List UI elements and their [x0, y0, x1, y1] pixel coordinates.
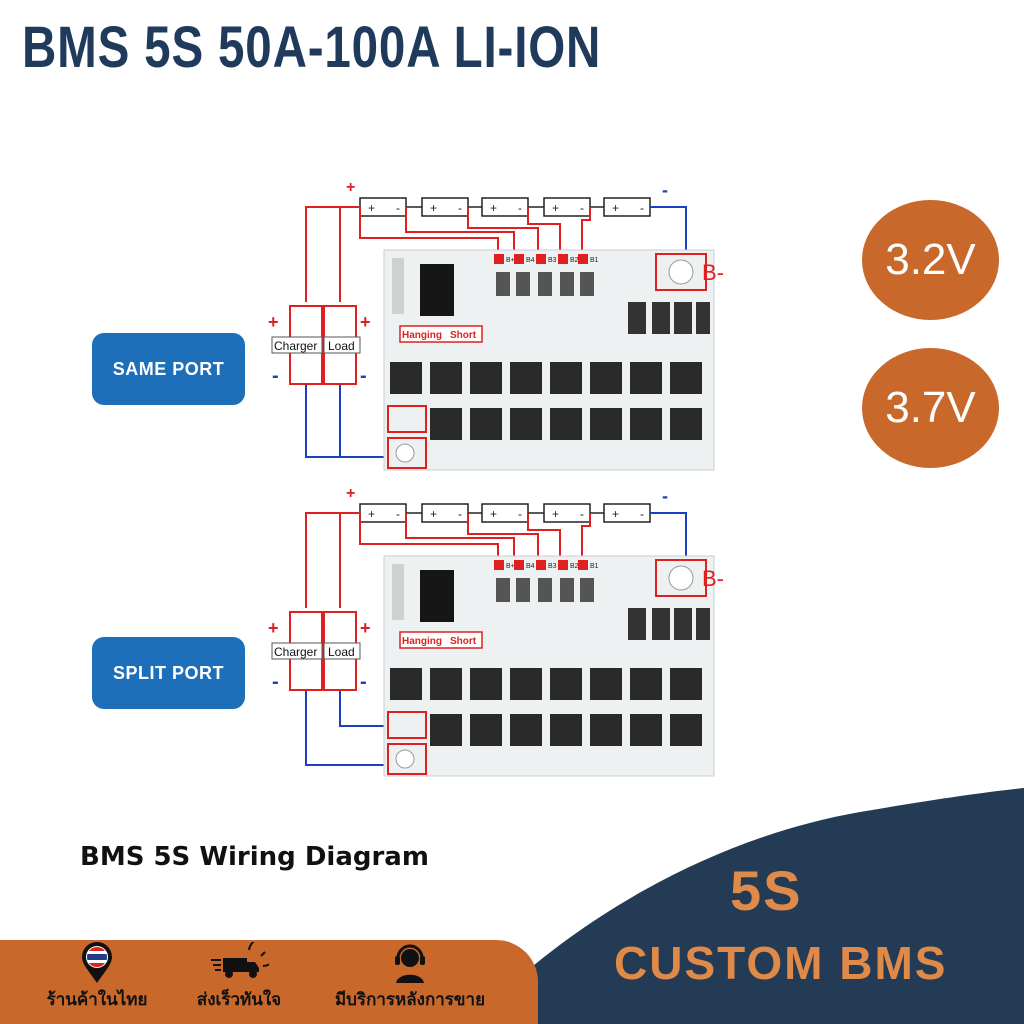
- svg-text:-: -: [640, 201, 644, 215]
- svg-text:-: -: [640, 507, 644, 521]
- svg-text:-: -: [518, 201, 522, 215]
- svg-text:-: -: [360, 365, 367, 387]
- svg-text:Charger: Charger: [274, 339, 317, 353]
- pack-plus-label: +: [346, 485, 355, 502]
- svg-text:B+: B+: [506, 257, 515, 264]
- svg-text:+: +: [612, 201, 619, 215]
- svg-text:+: +: [268, 312, 279, 332]
- svg-text:+: +: [360, 312, 371, 332]
- battery-cell: +-: [359, 503, 407, 523]
- pack-minus-label: -: [662, 486, 668, 506]
- charger-terminal: Charger + -: [268, 305, 323, 387]
- hanging-label: Hanging: [402, 330, 442, 341]
- svg-text:+: +: [490, 507, 497, 521]
- feature-fast-delivery: ส่งเร็วทันใจ: [174, 942, 304, 1013]
- svg-text:B3: B3: [548, 257, 557, 264]
- svg-text:Load: Load: [328, 339, 355, 353]
- mosfet-row-top: [390, 668, 702, 700]
- positive-wires: [305, 512, 591, 608]
- voltage-badge-3v2[interactable]: 3.2V: [862, 200, 999, 320]
- battery-cells: + - + - + - + - + -: [359, 197, 651, 217]
- hanging-label: Hanging: [402, 636, 442, 647]
- svg-text:-: -: [396, 201, 400, 215]
- svg-text:B4: B4: [526, 257, 535, 264]
- svg-text:B3: B3: [548, 563, 557, 570]
- mosfet-row-bottom: [430, 408, 702, 440]
- svg-text:Charger: Charger: [274, 645, 317, 659]
- fast-delivery-truck-icon: [211, 942, 269, 978]
- feature-after-sales-service: มีบริการหลังการขาย: [312, 942, 508, 1013]
- brand-custom-bms: CUSTOM BMS: [614, 937, 948, 989]
- negative-wires: [305, 512, 687, 766]
- svg-text:B2: B2: [570, 563, 579, 570]
- svg-text:-: -: [360, 671, 367, 693]
- svg-text:+: +: [612, 507, 619, 521]
- mosfet-row-bottom: [430, 714, 702, 746]
- feature-label: ร้านค้าในไทย: [46, 990, 148, 1010]
- svg-text:-: -: [458, 201, 462, 215]
- bms-pcb: B+ B4 B3 B2 B1 Hanging Short: [383, 249, 715, 471]
- svg-text:Load: Load: [328, 645, 355, 659]
- pack-minus-label: -: [662, 180, 668, 200]
- svg-text:B1: B1: [590, 257, 599, 264]
- svg-text:-: -: [580, 201, 584, 215]
- svg-text:+: +: [368, 507, 375, 521]
- bms-pcb: B+ B4 B3 B2 B1 Hanging Short: [383, 555, 715, 777]
- same-port-button[interactable]: SAME PORT: [92, 333, 245, 405]
- svg-text:B4: B4: [526, 563, 535, 570]
- svg-text:+: +: [430, 201, 437, 215]
- brand-5s: 5S: [730, 859, 803, 922]
- negative-wires: [305, 206, 687, 458]
- positive-wires: [305, 206, 591, 302]
- svg-text:B2: B2: [570, 257, 579, 264]
- svg-text:-: -: [396, 507, 400, 521]
- b-minus-label: B-: [702, 566, 724, 591]
- svg-text:B+: B+: [506, 563, 515, 570]
- load-terminal: Load + -: [323, 611, 371, 693]
- mosfet-row-top: [390, 362, 702, 394]
- short-label: Short: [450, 636, 477, 647]
- svg-text:+: +: [268, 618, 279, 638]
- wiring-diagram-same-port: + - + - + - + - + - + - Charger + - Load + -: [268, 179, 724, 471]
- svg-text:B1: B1: [590, 563, 599, 570]
- load-terminal: Load + -: [323, 305, 371, 387]
- thai-flag-pin-icon: [82, 942, 112, 983]
- voltage-badge-3v7[interactable]: 3.7V: [862, 348, 999, 468]
- pack-plus-label: +: [346, 179, 355, 196]
- svg-text:-: -: [458, 507, 462, 521]
- svg-text:+: +: [490, 201, 497, 215]
- wiring-diagram-split-port: +- +- +- +- +- + - Charger + - Load + -: [268, 485, 724, 777]
- page-title: BMS 5S 50A-100A LI-ION: [22, 15, 602, 80]
- svg-text:+: +: [430, 507, 437, 521]
- svg-text:+: +: [360, 618, 371, 638]
- svg-text:-: -: [580, 507, 584, 521]
- charger-terminal: Charger + -: [268, 611, 323, 693]
- feature-label: มีบริการหลังการขาย: [334, 990, 486, 1010]
- svg-text:-: -: [518, 507, 522, 521]
- svg-text:-: -: [272, 365, 279, 387]
- split-port-button[interactable]: SPLIT PORT: [92, 637, 245, 709]
- svg-text:+: +: [368, 201, 375, 215]
- short-label: Short: [450, 330, 477, 341]
- customer-support-icon: [395, 944, 425, 983]
- diagram-caption: BMS 5S Wiring Diagram: [80, 842, 429, 872]
- svg-text:-: -: [272, 671, 279, 693]
- feature-thai-shop: ร้านค้าในไทย: [22, 942, 172, 1013]
- svg-text:+: +: [552, 507, 559, 521]
- feature-label: ส่งเร็วทันใจ: [196, 990, 282, 1010]
- b-minus-label: B-: [702, 260, 724, 285]
- svg-text:+: +: [552, 201, 559, 215]
